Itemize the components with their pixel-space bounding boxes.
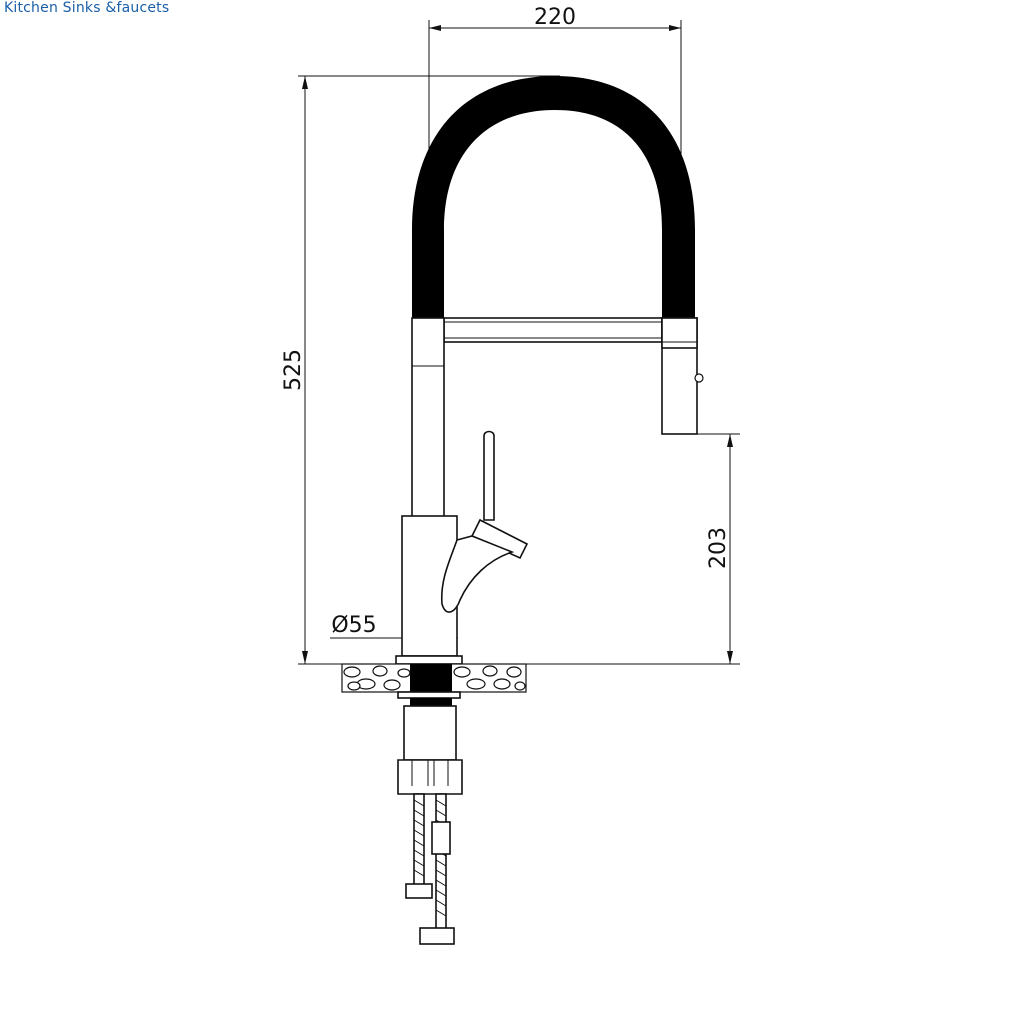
brand-label: Kitchen Sinks &faucets bbox=[4, 0, 170, 16]
nut-icon bbox=[405, 883, 433, 899]
dimension-spout-reach: 220 bbox=[428, 5, 682, 158]
dimension-525-label: 525 bbox=[281, 349, 306, 391]
dimension-spout-clearance: 203 bbox=[697, 433, 740, 664]
nut-icon bbox=[419, 927, 455, 945]
spray-head bbox=[661, 317, 704, 435]
dimension-203-label: 203 bbox=[706, 527, 731, 569]
spray-button-icon bbox=[694, 373, 704, 383]
hose bbox=[412, 76, 695, 318]
base-plate bbox=[395, 655, 463, 665]
countertop-section bbox=[341, 663, 527, 693]
supply-hoses bbox=[405, 793, 455, 945]
mounting-hardware bbox=[397, 691, 463, 795]
dimension-total-height: 525 bbox=[281, 75, 560, 664]
dimension-55-label: Ø55 bbox=[331, 613, 376, 638]
handle-lever bbox=[440, 430, 529, 613]
dimension-220-label: 220 bbox=[534, 5, 576, 30]
